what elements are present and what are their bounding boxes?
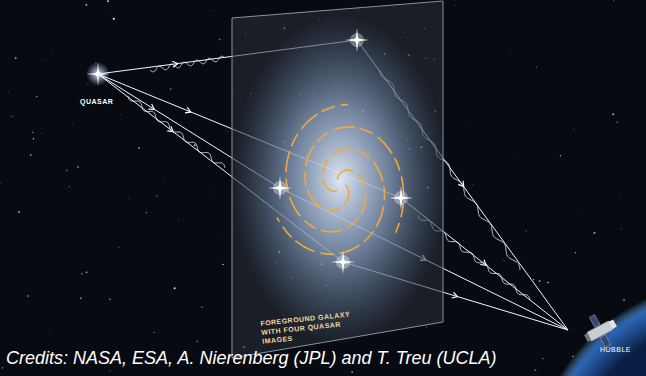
star	[623, 299, 625, 301]
star	[69, 186, 70, 187]
star	[118, 246, 120, 248]
star	[351, 371, 353, 373]
star	[226, 131, 228, 133]
star	[27, 295, 29, 297]
star	[163, 177, 165, 179]
star	[612, 113, 614, 115]
star	[81, 273, 83, 275]
star	[197, 341, 199, 343]
spiral-arm	[305, 127, 404, 233]
star	[174, 287, 176, 289]
star	[129, 198, 130, 199]
quasar-node: QUASAR	[76, 60, 128, 110]
star	[463, 240, 464, 241]
star	[503, 260, 505, 262]
quasar-image	[389, 186, 413, 210]
star	[72, 122, 74, 124]
star	[616, 122, 617, 123]
quasar-images	[268, 28, 413, 274]
star	[621, 228, 622, 229]
star	[426, 326, 428, 328]
earth-limb	[530, 280, 646, 376]
star	[577, 213, 579, 215]
star	[573, 129, 575, 131]
star	[33, 138, 34, 139]
star	[222, 264, 223, 265]
star	[201, 306, 202, 307]
star	[109, 299, 111, 301]
star	[18, 211, 20, 213]
hubble-node: HUBBLE	[568, 312, 638, 356]
node-label: QUASAR	[80, 98, 128, 107]
star	[2, 367, 4, 369]
star	[211, 191, 213, 193]
star	[52, 53, 54, 55]
star-field	[0, 0, 626, 376]
galaxy-glow	[232, 15, 448, 345]
star	[594, 232, 596, 234]
credit-caption: Credits: NASA, ESA, A. Nierenberg (JPL) …	[6, 348, 497, 369]
galaxy-panel: FOREGROUND GALAXY WITH FOUR QUASAR IMAGE…	[232, 0, 444, 360]
quasar-image	[345, 28, 369, 52]
star	[49, 330, 51, 332]
star	[8, 91, 10, 93]
star	[467, 119, 469, 121]
star	[178, 219, 180, 221]
star	[518, 154, 520, 156]
star	[613, 0, 614, 1]
star	[40, 133, 42, 135]
star	[156, 195, 158, 197]
star	[107, 0, 109, 2]
star	[510, 50, 512, 52]
quasar-image	[268, 176, 292, 200]
star	[85, 4, 87, 6]
star	[80, 297, 82, 299]
star	[170, 88, 172, 90]
star	[12, 116, 14, 118]
star	[189, 375, 191, 376]
star	[454, 5, 456, 7]
star	[539, 280, 541, 282]
star	[213, 9, 215, 11]
spiral-arms	[277, 105, 404, 255]
node-label: HUBBLE	[600, 346, 636, 355]
star	[547, 282, 549, 284]
star	[219, 39, 221, 41]
star	[15, 57, 17, 59]
spiral-arm	[286, 105, 366, 232]
star	[525, 230, 526, 231]
star	[77, 166, 79, 168]
star	[113, 18, 115, 20]
star	[108, 13, 110, 15]
star	[533, 279, 534, 280]
star	[30, 154, 32, 156]
star	[138, 147, 140, 149]
galaxy-plane	[232, 0, 444, 360]
spiral-arm	[277, 149, 385, 254]
star	[575, 252, 576, 253]
star	[619, 193, 621, 195]
star	[536, 66, 537, 67]
star	[120, 113, 122, 115]
star	[472, 184, 474, 186]
star	[45, 60, 47, 62]
star	[86, 271, 88, 273]
star	[222, 236, 224, 238]
star	[534, 369, 536, 371]
star	[87, 84, 88, 85]
quasar-image	[331, 250, 355, 274]
star	[0, 183, 1, 184]
star	[153, 332, 154, 333]
star	[194, 144, 196, 146]
star	[66, 170, 68, 172]
star	[32, 132, 33, 133]
star	[36, 96, 37, 97]
star	[542, 358, 543, 359]
star	[146, 212, 148, 214]
star	[109, 370, 110, 371]
star	[560, 155, 561, 156]
